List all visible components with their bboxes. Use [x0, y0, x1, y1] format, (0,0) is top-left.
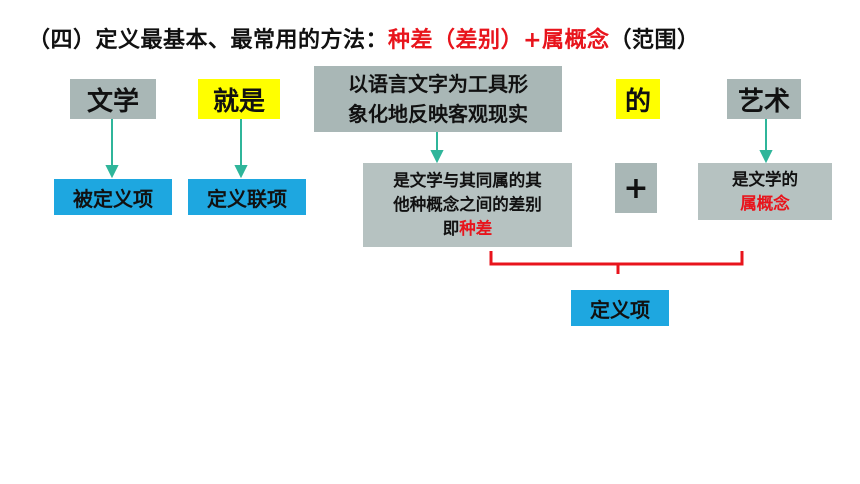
page-title: （四）定义最基本、最常用的方法：种差（差别）+属概念（范围） [28, 22, 700, 54]
definiens-box: 定义项 [571, 290, 669, 326]
definiendum-box: 被定义项 [54, 179, 172, 215]
genus-line-2: 属概念 [740, 193, 790, 213]
definiens-label: 定义项 [590, 297, 650, 322]
differentia-prefix: 即 [442, 219, 460, 238]
title-paren-open: （ [433, 28, 456, 53]
particle-box: 的 [616, 79, 660, 119]
arrow-term-head [105, 165, 119, 179]
title-paren-open-2: （ [609, 28, 633, 53]
genus-box: 是文学的 属概念 [698, 163, 832, 220]
title-genus: 属概念 [542, 28, 610, 53]
title-genus-diff: 种差 [388, 28, 434, 53]
description-box: 以语言文字为工具形 象化地反映客观现实 [314, 66, 562, 132]
title-paren-close-2: ） [677, 28, 700, 53]
term-box: 文学 [70, 79, 156, 119]
differentia-line-2: 他种概念之间的差别 [393, 195, 542, 214]
title-diff-label: 差别 [455, 28, 501, 53]
plus-box: + [615, 163, 657, 213]
particle-text: 的 [624, 86, 651, 117]
copula-box: 定义联项 [188, 179, 306, 215]
connector-text: 就是 [212, 86, 265, 117]
connector-box: 就是 [198, 79, 280, 119]
arrow-description-head [430, 150, 444, 164]
arrow-connector-head [234, 165, 248, 179]
title-prefix: （四）定义最基本、最常用的方法： [28, 28, 389, 53]
term-text: 文学 [86, 86, 139, 117]
differentia-highlight: 种差 [459, 219, 493, 238]
definiens-bracket [489, 251, 744, 274]
genus-line-1: 是文学的 [732, 169, 798, 189]
description-line-1: 以语言文字为工具形 [348, 72, 528, 96]
differentia-line-1: 是文学与其同属的其 [393, 171, 542, 190]
arrow-category-head [759, 150, 773, 164]
copula-label: 定义联项 [207, 186, 287, 211]
definiendum-label: 被定义项 [73, 186, 153, 211]
differentia-line-3: 即种差 [443, 217, 493, 241]
category-text: 艺术 [737, 86, 790, 117]
category-box: 艺术 [727, 79, 801, 119]
differentia-box: 是文学与其同属的其 他种概念之间的差别 即种差 [363, 163, 572, 247]
title-paren-close-plus: ）+ [500, 28, 542, 53]
title-scope-label: 范围 [632, 28, 678, 53]
description-line-2: 象化地反映客观现实 [348, 102, 528, 126]
plus-sign: + [623, 170, 649, 206]
